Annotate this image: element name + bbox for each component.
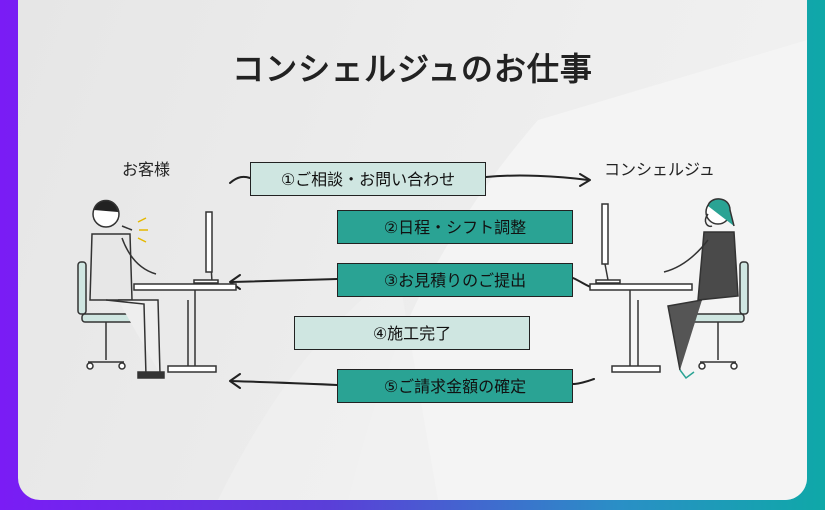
arrow-step-5 (231, 378, 595, 386)
arrow-step-3 (231, 277, 595, 289)
concierge-illustration (589, 198, 749, 380)
illustration-layer (77, 173, 749, 389)
arrow-step-1 (229, 174, 589, 184)
customer-label: お客様 (122, 160, 171, 179)
arrow-step-5-head (229, 373, 241, 389)
step-2-box: ②日程・シフト調整 (337, 210, 573, 244)
step-5-box: ⑤ご請求金額の確定 (337, 369, 573, 403)
customer-illustration (77, 199, 237, 379)
page-title: コンシェルジュのお仕事 (232, 50, 593, 88)
step-1-box: ①ご相談・お問い合わせ (250, 162, 486, 196)
step-4-box: ④施工完了 (294, 316, 530, 350)
thinking-mark (137, 217, 148, 243)
concierge-label: コンシェルジュ (604, 160, 715, 179)
arrow-step-1-head (579, 173, 591, 187)
diagram-card: コンシェルジュのお仕事 お客様 コンシェルジュ ①ご相談・お問い合わせ ②日程・… (18, 0, 807, 500)
step-3-box: ③お見積りのご提出 (337, 263, 573, 297)
